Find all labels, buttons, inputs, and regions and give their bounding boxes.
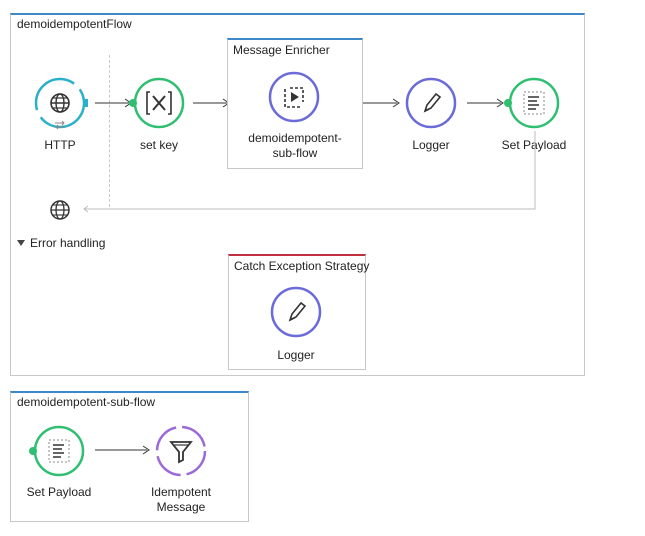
pencil-icon bbox=[288, 301, 307, 322]
filter-ring bbox=[155, 425, 207, 477]
error-handling-toggle[interactable]: Error handling bbox=[16, 236, 105, 250]
set-payload-label: Set Payload bbox=[501, 138, 567, 152]
set-key-label: set key bbox=[139, 138, 178, 152]
http-node[interactable] bbox=[34, 77, 88, 129]
globe-response-icon bbox=[50, 200, 70, 220]
source-divider bbox=[109, 55, 110, 207]
idempotent-filter-label-text: Idempotent Message bbox=[150, 485, 212, 514]
error-handling-label: Error handling bbox=[30, 236, 106, 250]
sub-flow-title: demoidempotent-sub-flow bbox=[17, 395, 156, 409]
error-logger-node[interactable] bbox=[270, 286, 322, 338]
pencil-icon bbox=[423, 92, 442, 113]
set-payload-node[interactable] bbox=[504, 77, 560, 129]
component-ring bbox=[405, 77, 457, 129]
transformer-ring bbox=[504, 77, 560, 129]
arrow-logger-to-setpayload bbox=[467, 98, 504, 108]
flow-reference-node[interactable] bbox=[268, 71, 320, 123]
http-label: HTTP bbox=[44, 138, 76, 152]
payload-icon bbox=[48, 439, 70, 463]
triangle-down-icon bbox=[17, 240, 25, 246]
idempotent-filter-label: Idempotent Message bbox=[131, 485, 231, 515]
arrow-enricher-to-logger bbox=[363, 98, 400, 108]
logger-node[interactable] bbox=[405, 77, 457, 129]
logger-label: Logger bbox=[412, 138, 450, 152]
exchange-pattern-icon bbox=[55, 120, 65, 130]
catch-exception-strategy-title: Catch Exception Strategy bbox=[234, 259, 370, 273]
transformer-ring bbox=[29, 425, 85, 477]
error-logger-label: Logger bbox=[277, 348, 315, 362]
arrow-payload-to-idempotent bbox=[95, 445, 150, 455]
payload-icon bbox=[523, 91, 545, 115]
main-flow-title: demoidempotentFlow bbox=[17, 17, 132, 31]
flow-reference-label: demoidempotent- sub-flow bbox=[230, 131, 360, 161]
funnel-icon bbox=[169, 441, 193, 464]
sub-set-payload-node[interactable] bbox=[29, 425, 85, 477]
globe-icon bbox=[50, 93, 70, 113]
idempotent-filter-node[interactable] bbox=[155, 425, 207, 477]
message-enricher-title: Message Enricher bbox=[233, 43, 330, 57]
component-ring bbox=[270, 286, 322, 338]
set-key-node[interactable] bbox=[129, 77, 185, 129]
flow-reference-label-text: demoidempotent- sub-flow bbox=[248, 131, 342, 160]
flow-ref-icon bbox=[284, 87, 304, 108]
sub-set-payload-label: Set Payload bbox=[26, 485, 92, 499]
set-variable-icon bbox=[146, 91, 172, 115]
